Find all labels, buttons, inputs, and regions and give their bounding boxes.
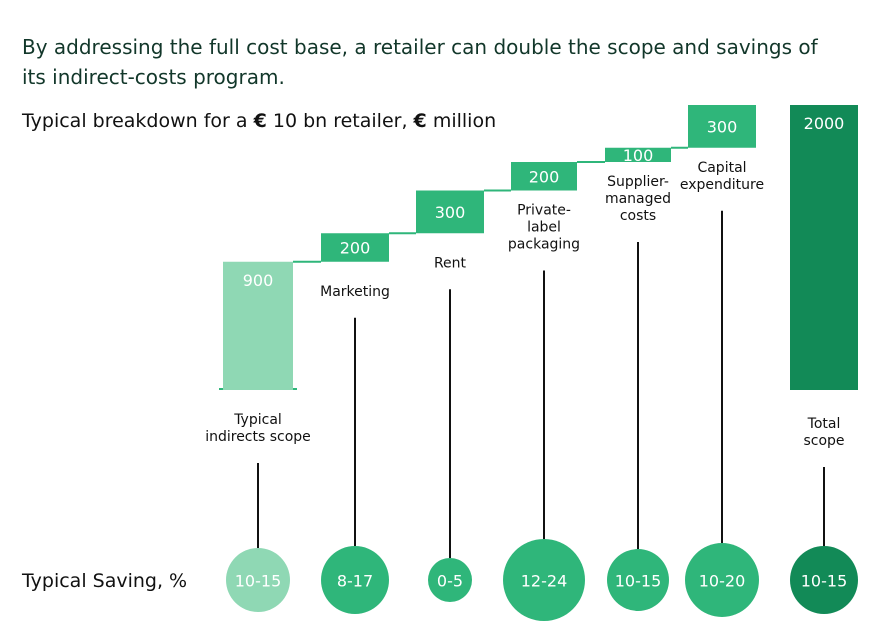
savings-value: 12-24 <box>521 572 568 591</box>
currency-symbol: € <box>253 110 267 132</box>
savings-circle <box>321 546 389 614</box>
bar-value-label: 200 <box>340 239 371 258</box>
bar-1 <box>321 233 389 262</box>
bar-3 <box>511 162 577 191</box>
bar-value-label: 200 <box>529 167 560 186</box>
bar-0 <box>223 261 293 390</box>
savings-value: 8-17 <box>337 572 373 591</box>
category-label: Marketing <box>320 284 390 300</box>
category-label: Rent <box>434 255 467 271</box>
savings-value: 10-15 <box>615 572 662 591</box>
savings-value: 10-20 <box>699 572 746 591</box>
savings-circle <box>685 543 759 617</box>
savings-circle <box>607 549 669 611</box>
bar-value-label: 300 <box>707 117 738 136</box>
bar-6 <box>790 105 858 390</box>
bar-5 <box>688 105 756 148</box>
bar-4 <box>605 147 671 162</box>
savings-value: 10-15 <box>801 572 848 591</box>
bar-value-label: 2000 <box>804 114 845 133</box>
savings-circle <box>790 546 858 614</box>
bar-value-label: 300 <box>435 203 466 222</box>
subtitle-suffix: million <box>426 110 497 132</box>
subtitle-prefix: Typical breakdown for a <box>22 110 254 132</box>
currency-symbol-2: € <box>413 110 427 132</box>
bar-value-label: 900 <box>243 271 274 290</box>
savings-circle <box>226 548 290 612</box>
typical-saving-label: Typical Saving, % <box>22 570 188 592</box>
bar-value-label: 100 <box>623 146 654 165</box>
savings-value: 10-15 <box>235 572 282 591</box>
savings-circle <box>503 539 585 621</box>
chart-subtitle: Typical breakdown for a € 10 bn retailer… <box>22 110 496 132</box>
chart-headline: By addressing the full cost base, a reta… <box>22 35 818 89</box>
savings-circle <box>428 558 472 602</box>
subtitle-middle: 10 bn retailer, <box>266 110 414 132</box>
bar-2 <box>416 190 484 234</box>
savings-value: 0-5 <box>437 572 463 591</box>
